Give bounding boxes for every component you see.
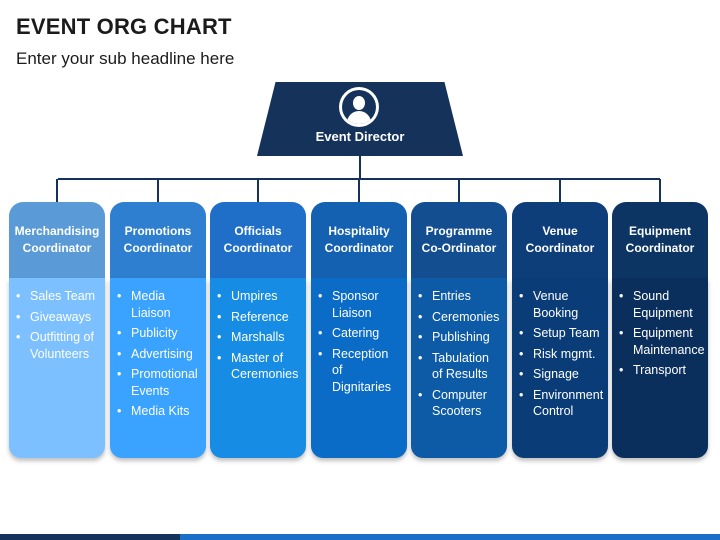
duty-item: Equipment Maintenance [618, 325, 705, 358]
page-title: EVENT ORG CHART [16, 14, 232, 39]
duty-item: Reception of Dignitaries [317, 346, 401, 396]
duty-item: Outfitting of Volunteers [15, 329, 99, 362]
coordinator-title-text: Merchandising Coordinator [14, 224, 100, 255]
duty-item: Advertising [116, 346, 200, 363]
duty-item: Sales Team [15, 288, 99, 305]
duty-item: Ceremonies [417, 309, 501, 326]
coordinator-title-text: Promotions Coordinator [123, 224, 193, 255]
coordinator-column: Hospitality CoordinatorSponsor LiaisonCa… [311, 202, 407, 458]
coordinator-title-text: Equipment Coordinator [625, 224, 695, 255]
duty-item: Tabulation of Results [417, 350, 501, 383]
duty-item: Reference [216, 309, 300, 326]
coordinator-title-text: Venue Coordinator [525, 224, 595, 255]
coordinator-duties: Sponsor LiaisonCateringReception of Dign… [311, 278, 407, 458]
coordinator-duties: UmpiresReferenceMarshallsMaster of Cerem… [210, 278, 306, 458]
duty-item: Risk mgmt. [518, 346, 602, 363]
duty-item: Media Liaison [116, 288, 200, 321]
coordinator-title: Officials Coordinator [210, 202, 306, 278]
coordinator-duties: Sales TeamGiveawaysOutfitting of Volunte… [9, 278, 105, 458]
coordinator-title-text: Officials Coordinator [223, 224, 293, 255]
duty-item: Giveaways [15, 309, 99, 326]
coordinator-title: Promotions Coordinator [110, 202, 206, 278]
duty-item: Media Kits [116, 403, 200, 420]
duty-item: Sound Equipment [618, 288, 702, 321]
connector-drops [56, 179, 661, 202]
duty-item: Publicity [116, 325, 200, 342]
duty-item: Computer Scooters [417, 387, 501, 420]
duty-item: Environment Control [518, 387, 603, 420]
coordinator-column: Equipment CoordinatorSound EquipmentEqui… [612, 202, 708, 458]
coordinator-duties: Media LiaisonPublicityAdvertisingPromoti… [110, 278, 206, 458]
coordinator-column: Officials CoordinatorUmpiresReferenceMar… [210, 202, 306, 458]
coordinator-column: Merchandising CoordinatorSales TeamGivea… [9, 202, 105, 458]
duty-item: Publishing [417, 329, 501, 346]
duty-item: Catering [317, 325, 401, 342]
coordinator-column: Venue CoordinatorVenue BookingSetup Team… [512, 202, 608, 458]
person-icon [339, 87, 379, 127]
coordinator-duties: Sound EquipmentEquipment MaintenanceTran… [612, 278, 708, 458]
coordinator-title: Venue Coordinator [512, 202, 608, 278]
footer-bar [0, 534, 720, 540]
coordinator-title: Programme Co-Ordinator [411, 202, 507, 278]
duty-item: Setup Team [518, 325, 602, 342]
duty-item: Marshalls [216, 329, 300, 346]
duty-item: Sponsor Liaison [317, 288, 401, 321]
duty-item: Signage [518, 366, 602, 383]
coordinator-column: Promotions CoordinatorMedia LiaisonPubli… [110, 202, 206, 458]
coordinator-title-text: Hospitality Coordinator [324, 224, 394, 255]
coordinator-duties: EntriesCeremoniesPublishingTabulation of… [411, 278, 507, 458]
coordinator-title: Hospitality Coordinator [311, 202, 407, 278]
page-subtitle: Enter your sub headline here [16, 49, 235, 68]
duty-item: Transport [618, 362, 702, 379]
coordinator-title-text: Programme Co-Ordinator [421, 224, 497, 255]
duty-item: Promotional Events [116, 366, 200, 399]
coordinator-title: Equipment Coordinator [612, 202, 708, 278]
coordinator-column: Programme Co-OrdinatorEntriesCeremoniesP… [411, 202, 507, 458]
duty-item: Entries [417, 288, 501, 305]
coordinator-duties: Venue BookingSetup TeamRisk mgmt. Signage… [512, 278, 608, 458]
duty-item: Master of Ceremonies [216, 350, 300, 383]
coordinator-title: Merchandising Coordinator [9, 202, 105, 278]
duty-item: Umpires [216, 288, 300, 305]
duty-item: Venue Booking [518, 288, 602, 321]
director-label: Event Director [315, 129, 405, 144]
